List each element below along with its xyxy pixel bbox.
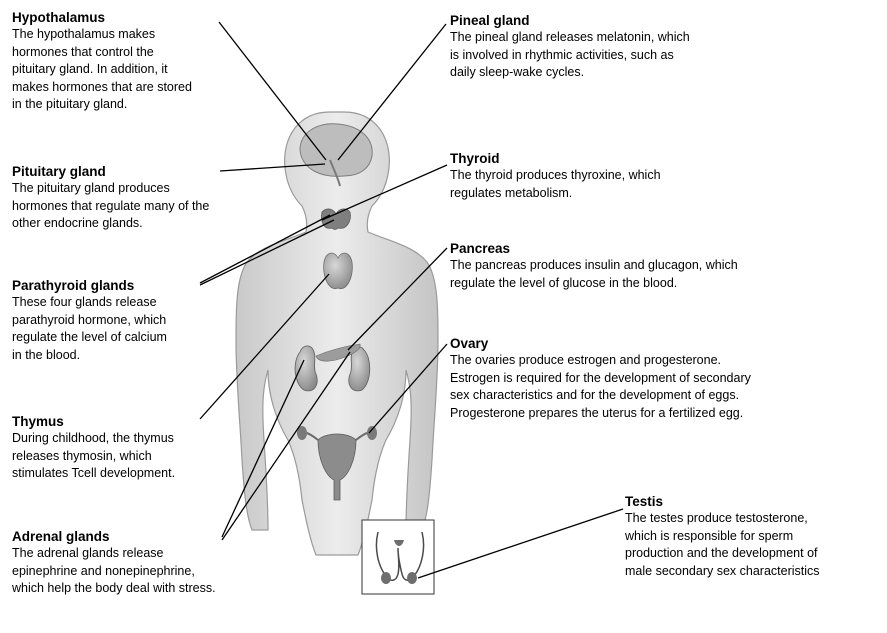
left-ovary xyxy=(297,426,307,440)
pancreas-description: The pancreas produces insulin and glucag… xyxy=(450,258,738,290)
pituitary-leader xyxy=(219,163,326,172)
hypothalamus-label: Hypothalamus The hypothalamus makes horm… xyxy=(12,9,192,114)
pituitary-title: Pituitary gland xyxy=(12,164,106,179)
pancreas-title: Pancreas xyxy=(450,241,511,256)
thyroid-leader xyxy=(321,164,448,221)
adrenal-leader-b xyxy=(221,351,351,541)
parathyroid-description: These four glands release parathyroid ho… xyxy=(12,295,167,362)
ovary-label: Ovary The ovaries produce estrogen and p… xyxy=(450,335,751,422)
ovary-description: The ovaries produce estrogen and progest… xyxy=(450,353,751,420)
pancreas-leader xyxy=(347,247,448,351)
pineal-title: Pineal gland xyxy=(450,13,530,28)
thyroid-description: The thyroid produces thyroxine, which re… xyxy=(450,168,661,200)
adrenal-title: Adrenal glands xyxy=(12,529,110,544)
thyroid-label: Thyroid The thyroid produces thyroxine, … xyxy=(450,150,661,202)
testis-description: The testes produce testosterone, which i… xyxy=(625,511,820,578)
hypothalamus-leader xyxy=(218,21,327,161)
body-silhouette xyxy=(235,111,439,556)
uterus xyxy=(317,433,357,501)
hypothalamus-title: Hypothalamus xyxy=(12,10,106,25)
thymus-organ xyxy=(323,252,353,290)
right-ovary xyxy=(367,426,377,440)
pineal-description: The pineal gland releases melatonin, whi… xyxy=(450,30,690,79)
hypothalamus-description: The hypothalamus makes hormones that con… xyxy=(12,27,192,111)
adrenal-description: The adrenal glands release epinephrine a… xyxy=(12,546,216,595)
thymus-label: Thymus During childhood, the thymus rele… xyxy=(12,413,175,483)
adrenal-leader-a xyxy=(221,359,305,538)
brain xyxy=(299,123,373,177)
pineal-label: Pineal gland The pineal gland releases m… xyxy=(450,12,690,82)
thymus-title: Thymus xyxy=(12,414,64,429)
testis-leader xyxy=(417,508,624,579)
parathyroid-title: Parathyroid glands xyxy=(12,278,135,293)
testis-title: Testis xyxy=(625,494,664,509)
thyroid-title: Thyroid xyxy=(450,151,500,166)
ovary-title: Ovary xyxy=(450,336,489,351)
thymus-leader xyxy=(199,273,330,420)
pineal-leader xyxy=(337,23,447,161)
left-kidney xyxy=(294,345,318,392)
thymus-description: During childhood, the thymus releases th… xyxy=(12,431,176,480)
parathyroid-leader-a xyxy=(199,214,331,284)
ovary-leader xyxy=(368,343,448,434)
pituitary-label: Pituitary gland The pituitary gland prod… xyxy=(12,163,209,233)
pancreas-label: Pancreas The pancreas produces insulin a… xyxy=(450,240,738,292)
thyroid-organ xyxy=(321,208,351,230)
parathyroid-leader-b xyxy=(199,219,335,286)
adrenal-label: Adrenal glands The adrenal glands releas… xyxy=(12,528,216,598)
testis-label: Testis The testes produce testosterone, … xyxy=(625,493,820,580)
pituitary-description: The pituitary gland produces hormones th… xyxy=(12,181,210,230)
parathyroid-label: Parathyroid glands These four glands rel… xyxy=(12,277,167,364)
